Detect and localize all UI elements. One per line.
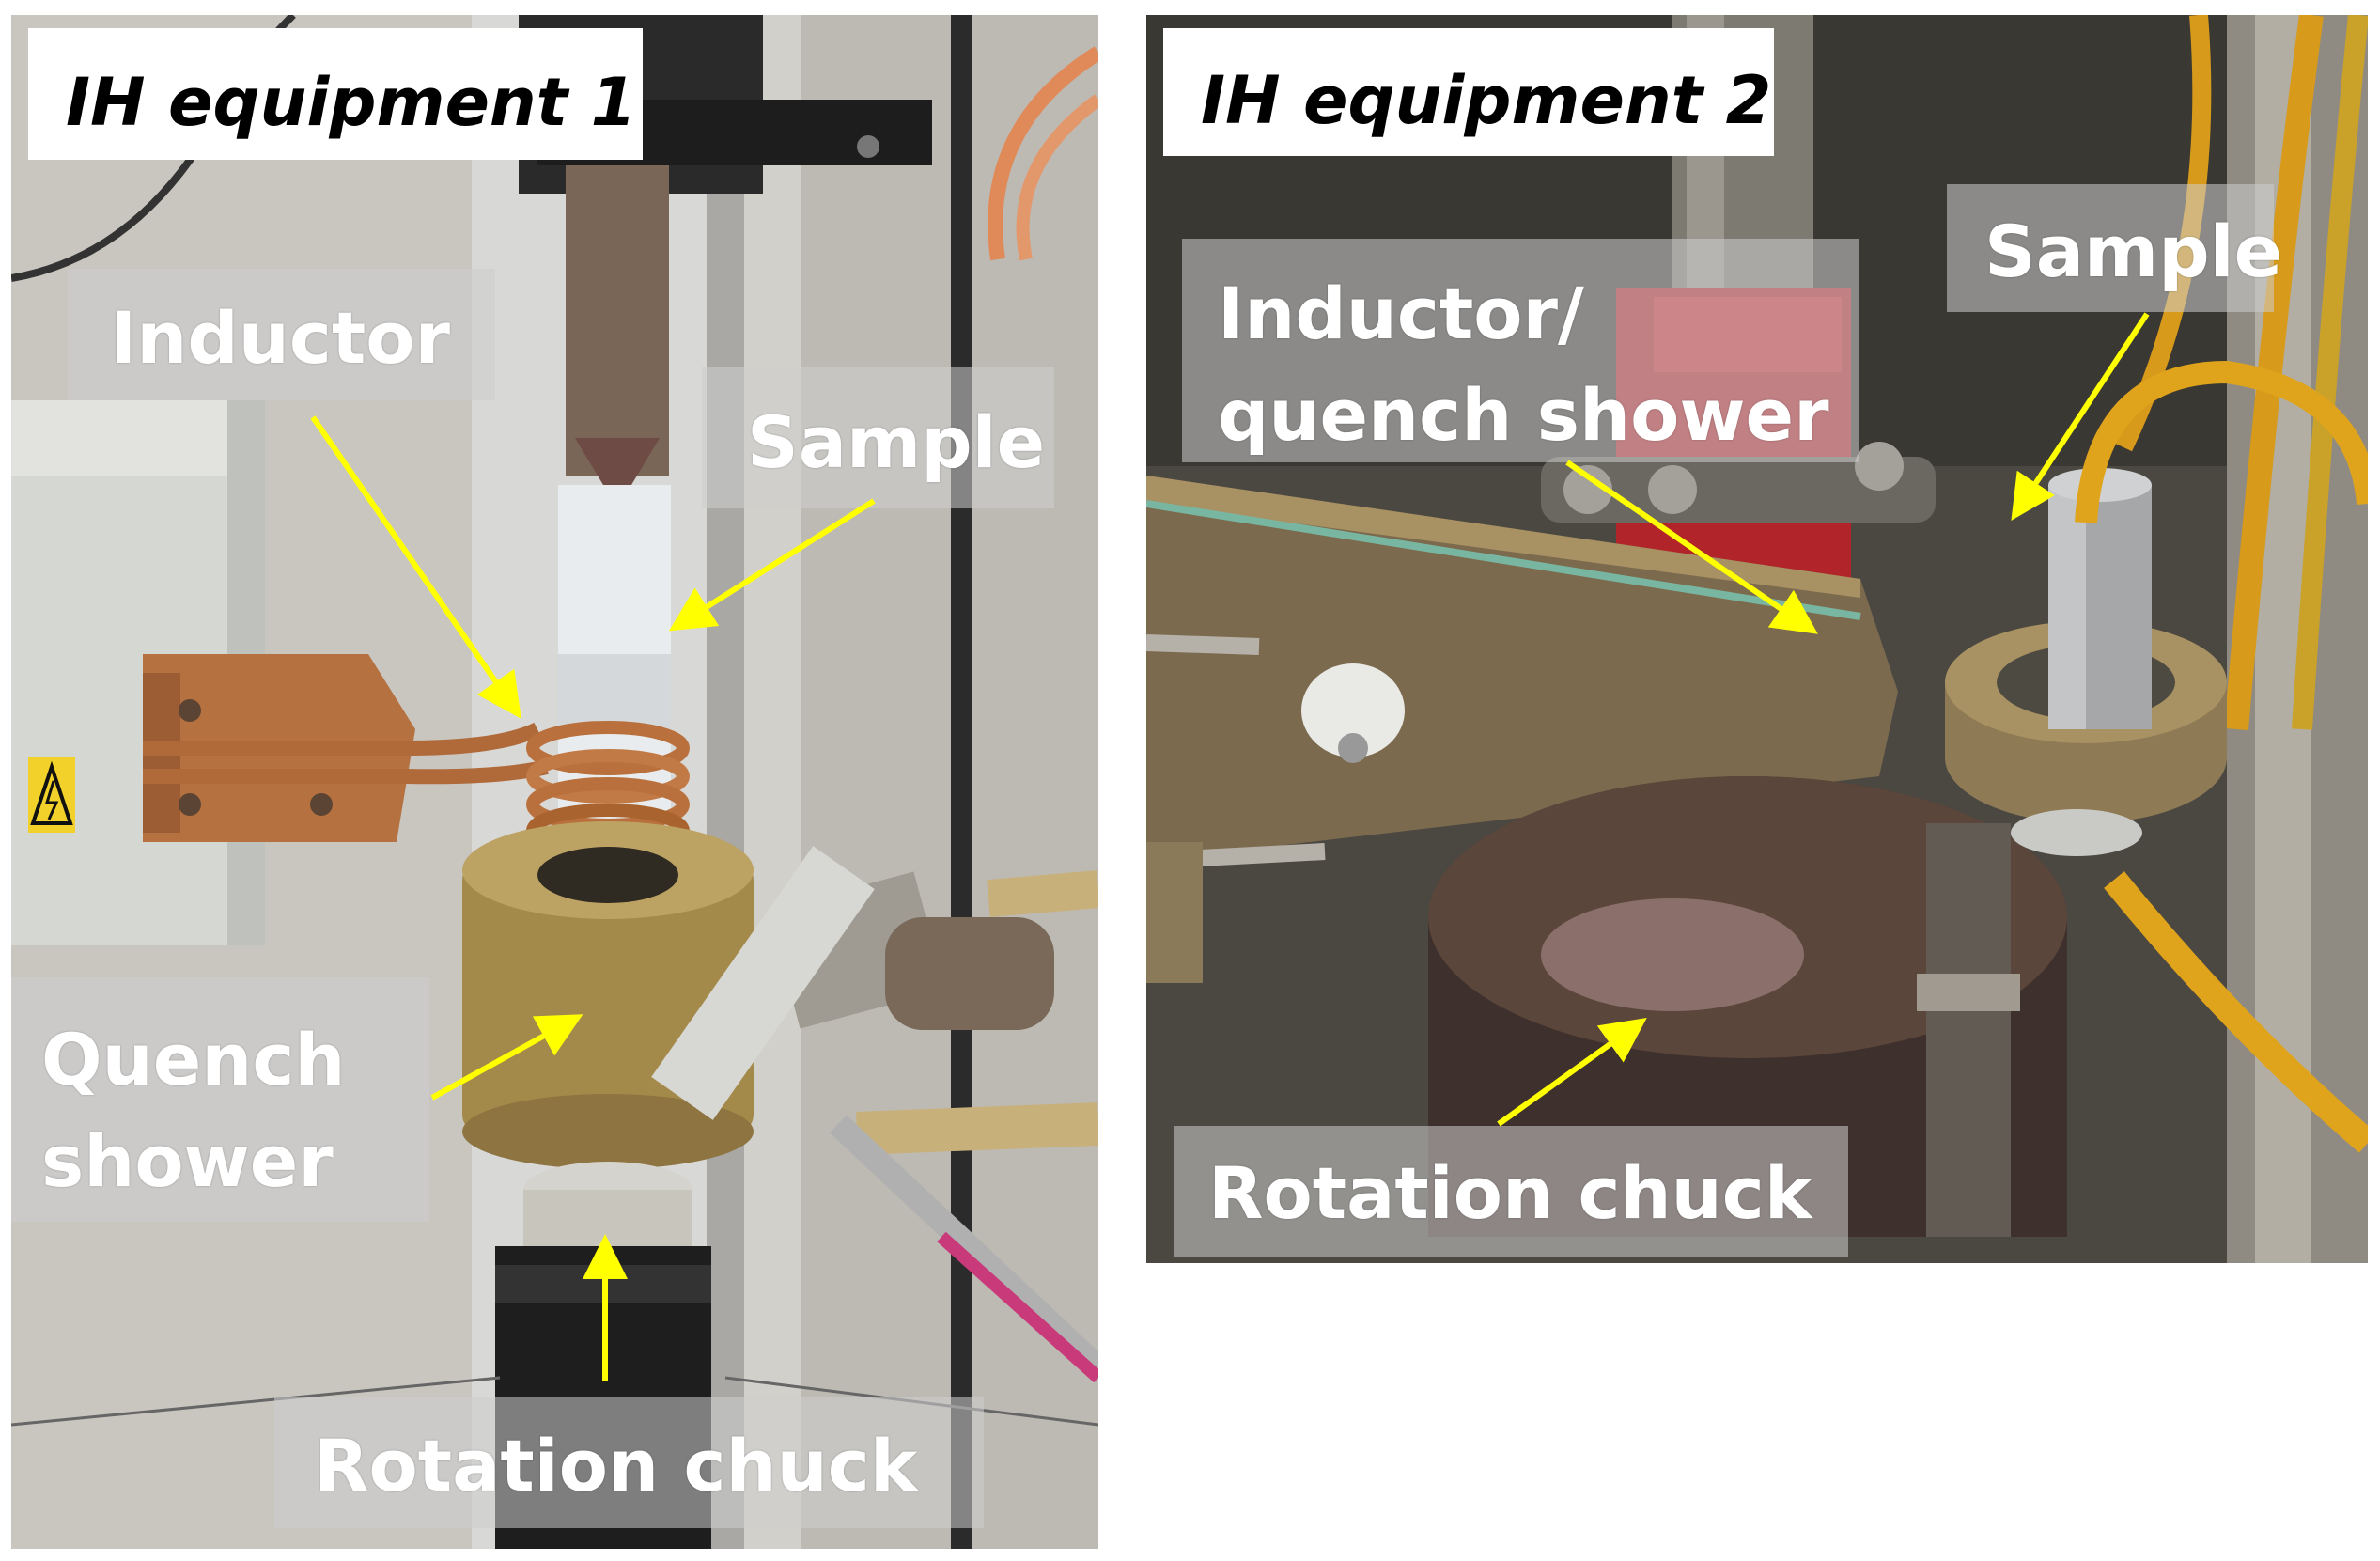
rotation-chuck-label-1: Rotation chuck <box>274 1397 984 1528</box>
rotation-chuck-label-2-text: Rotation chuck <box>1208 1151 1812 1235</box>
quench-shower-label-line-2: shower <box>41 1118 334 1203</box>
sample-label-2: Sample <box>1947 184 2282 312</box>
photo-panel-ih-equipment-2: IH equipment 2 Inductor/ quench shower S… <box>1146 15 2368 1263</box>
ih-equipment-1-photo <box>11 15 1098 1549</box>
sample-label: Sample <box>702 367 1054 508</box>
rotation-chuck-label-1-text: Rotation chuck <box>314 1424 918 1507</box>
inductor-label-text: Inductor <box>110 296 450 380</box>
panel-2-title: IH equipment 2 <box>1163 28 1774 156</box>
inductor-label: Inductor <box>68 269 495 400</box>
quench-shower-label-line-1: Quench <box>41 1018 346 1101</box>
inductor-quench-shower-label: Inductor/ quench shower <box>1182 239 1859 462</box>
inductor-quench-shower-label-line-2: quench shower <box>1218 372 1829 457</box>
quench-shower-label: Quench shower <box>11 977 429 1222</box>
electrical-warning-icon <box>28 757 75 833</box>
sample-label-2-text: Sample <box>1984 210 2283 293</box>
panel-1-title: IH equipment 1 <box>28 28 643 160</box>
sample-label-text: Sample <box>747 400 1046 484</box>
photo-panel-ih-equipment-1: IH equipment 1 Inductor Sample Quench sh… <box>11 15 1098 1549</box>
rotation-chuck-label-2: Rotation chuck <box>1174 1126 1848 1257</box>
inductor-quench-shower-label-line-1: Inductor/ <box>1218 272 1584 355</box>
